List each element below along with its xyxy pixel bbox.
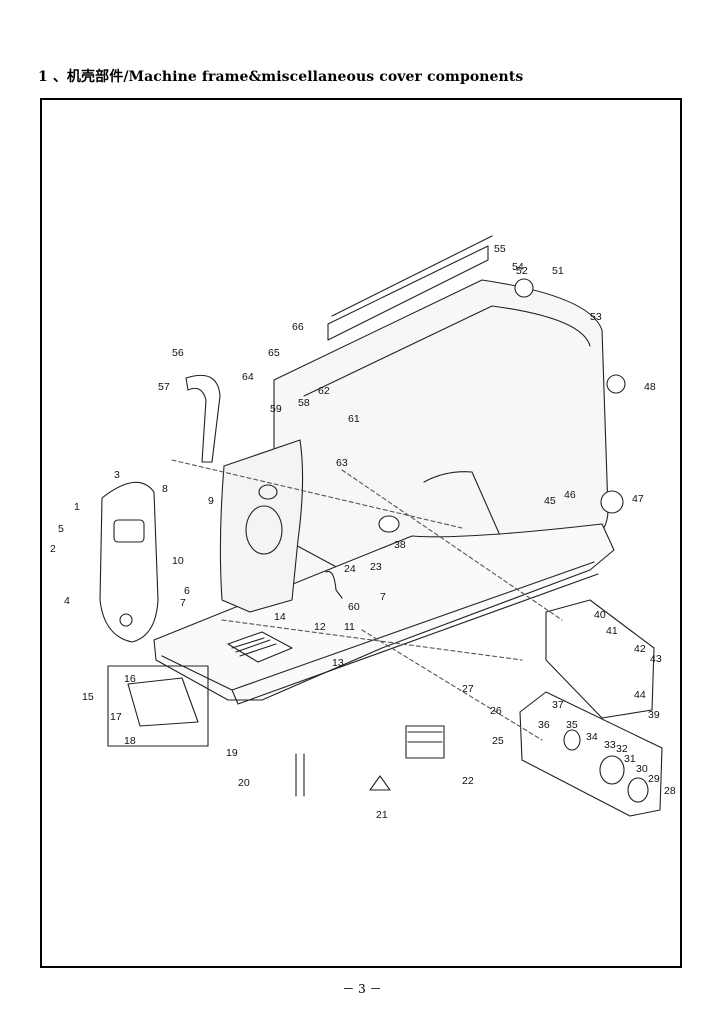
callout-45: 45: [544, 495, 556, 507]
machine-head: [219, 439, 304, 613]
callout-12: 12: [314, 621, 326, 633]
rear-cover-plate: [327, 245, 489, 341]
callout-61: 61: [348, 413, 360, 425]
callout-36: 36: [538, 719, 550, 731]
callout-1: 1: [74, 501, 80, 513]
callout-16: 16: [124, 673, 136, 685]
callout-59: 59: [270, 403, 282, 415]
callout-44: 44: [634, 689, 646, 701]
needle-plate: [227, 631, 293, 663]
callout-11: 11: [344, 621, 355, 633]
page-title: 1 、机壳部件/Machine frame&miscellaneous cove…: [38, 69, 524, 85]
callout-30: 30: [636, 763, 648, 775]
callout-23: 23: [370, 561, 382, 573]
callout-26: 26: [490, 705, 502, 717]
callout-24: 24: [344, 563, 356, 575]
callout-32: 32: [616, 743, 628, 755]
callout-13: 13: [332, 657, 344, 669]
callout-15: 15: [82, 691, 94, 703]
callout-27: 27: [462, 683, 474, 695]
callout-7: 7: [180, 597, 186, 609]
callout-58: 58: [298, 397, 310, 409]
callout-20: 20: [238, 777, 250, 789]
callout-29: 29: [648, 773, 660, 785]
callout-38: 38: [394, 539, 406, 551]
callout-52: 52: [516, 265, 528, 277]
callout-41: 41: [606, 625, 618, 637]
bobbin-39: [378, 515, 400, 533]
callout-35: 35: [566, 719, 578, 731]
callout-7: 7: [380, 591, 386, 603]
slide-plate-box: [107, 665, 209, 747]
thread-guide-arm: [185, 374, 221, 463]
callout-18: 18: [124, 735, 136, 747]
callout-8: 8: [162, 483, 168, 495]
hand-wheel-cap: [606, 374, 626, 394]
callout-21: 21: [376, 809, 388, 821]
callout-22: 22: [462, 775, 474, 787]
callout-34: 34: [586, 731, 598, 743]
callout-63: 63: [336, 457, 348, 469]
callout-19: 19: [226, 747, 238, 759]
callout-3: 3: [114, 469, 120, 481]
callout-5: 5: [58, 523, 64, 535]
callout-2: 2: [50, 543, 56, 555]
callout-62: 62: [318, 385, 330, 397]
callout-53: 53: [590, 311, 602, 323]
callout-64: 64: [242, 371, 254, 383]
warning-triangle: [369, 775, 391, 791]
knob-48: [600, 490, 624, 514]
callout-28: 28: [664, 785, 676, 797]
callout-65: 65: [268, 347, 280, 359]
callout-40: 40: [594, 609, 606, 621]
callout-37: 37: [552, 699, 564, 711]
callout-25: 25: [492, 735, 504, 747]
face-plate: [99, 481, 159, 643]
callout-54: 54: [512, 261, 524, 273]
page-number: － 3 －: [342, 982, 382, 996]
callout-31: 31: [624, 753, 636, 765]
hook-assembly-box: [519, 691, 663, 817]
callout-43: 43: [650, 653, 662, 665]
callout-39: 39: [648, 709, 660, 721]
knob-53: [514, 278, 534, 298]
callout-57: 57: [158, 381, 170, 393]
callout-48: 48: [644, 381, 656, 393]
callout-51: 51: [552, 265, 564, 277]
callout-55: 55: [494, 243, 506, 255]
callout-56: 56: [172, 347, 184, 359]
callout-14: 14: [274, 611, 286, 623]
callout-10: 10: [172, 555, 184, 567]
callout-60: 60: [348, 601, 360, 613]
callout-42: 42: [634, 643, 646, 655]
callout-17: 17: [110, 711, 122, 723]
callout-4: 4: [64, 595, 70, 607]
callout-47: 47: [632, 493, 644, 505]
callout-6: 6: [184, 585, 190, 597]
callout-33: 33: [604, 739, 616, 751]
callout-66: 66: [292, 321, 304, 333]
callout-46: 46: [564, 489, 576, 501]
bobbin-winder-box: [545, 599, 655, 719]
callout-9: 9: [208, 495, 214, 507]
